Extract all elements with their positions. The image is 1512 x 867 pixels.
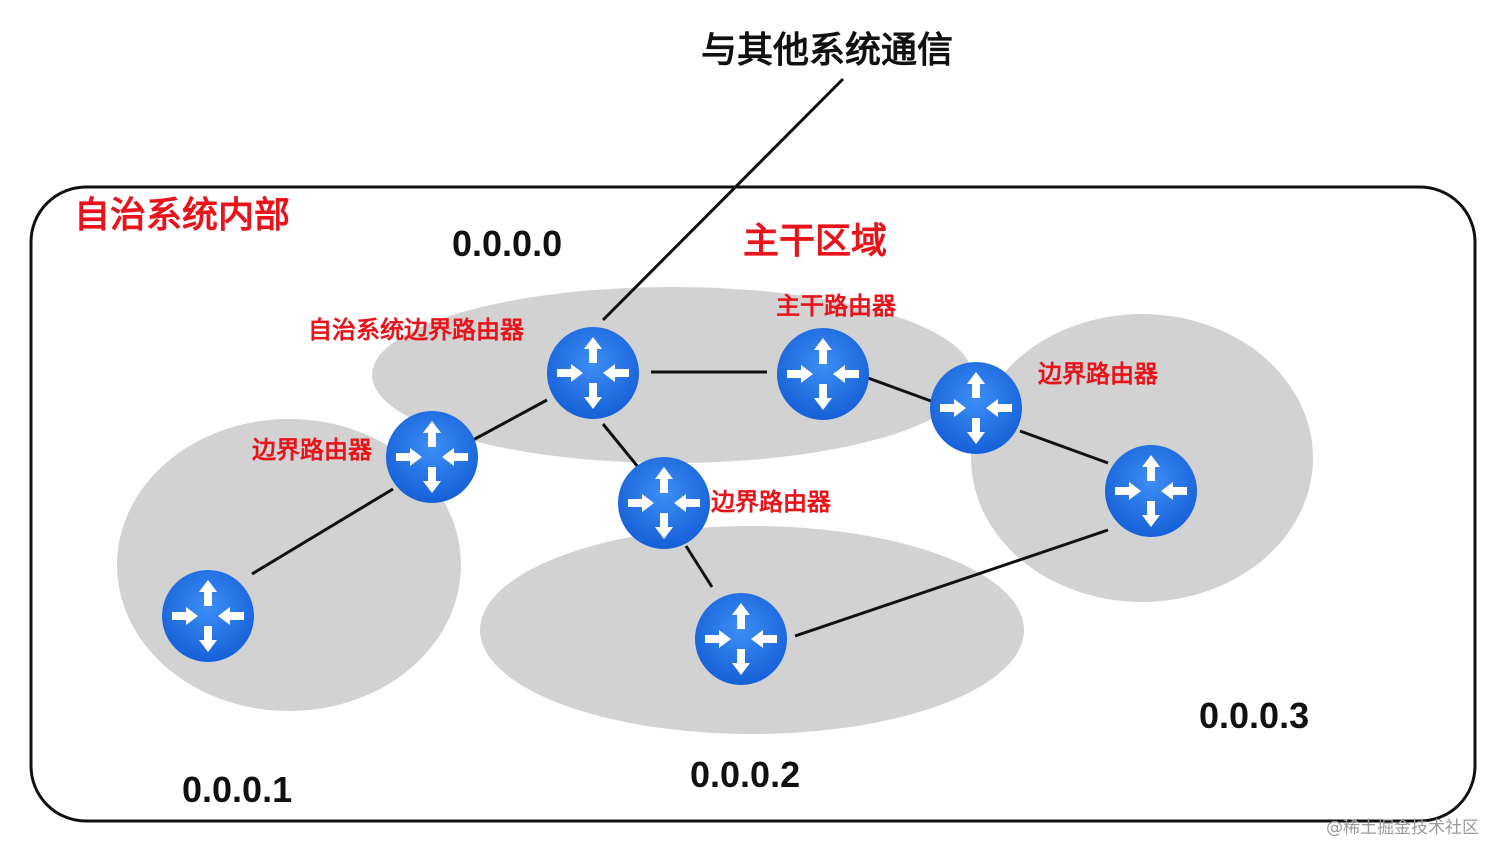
area-id-3: 0.0.0.3	[1199, 695, 1310, 736]
external-communication-title: 与其他系统通信	[701, 30, 954, 71]
router-icon-backbone	[777, 328, 869, 420]
area-id-2: 0.0.0.2	[690, 754, 801, 795]
autonomous-system-boundary	[29, 185, 1477, 823]
abr-left-label: 边界路由器	[252, 436, 372, 464]
link-abr-right-area3-router	[1019, 429, 1109, 465]
link-asbr-abr-left	[472, 398, 548, 442]
abr-right-label: 边界路由器	[1038, 360, 1158, 388]
router-icon-asbr	[547, 327, 639, 419]
backbone-area-label: 主干区域	[743, 221, 888, 262]
link-abr-mid-area2-router	[684, 545, 714, 588]
area-id-0: 0.0.0.0	[452, 223, 563, 264]
router-icon-abr-left	[386, 411, 478, 503]
router-icon-area2	[695, 593, 787, 685]
autonomous-system-label: 自治系统内部	[74, 195, 291, 236]
link-area2-area3-routers	[794, 528, 1109, 638]
router-icon-area1	[162, 570, 254, 662]
link-backbone-abr-right	[867, 376, 932, 403]
router-icon-area3	[1105, 445, 1197, 537]
abr-mid-label: 边界路由器	[711, 488, 831, 516]
asbr-label: 自治系统边界路由器	[308, 316, 524, 344]
link-asbr-abr-mid	[601, 423, 640, 468]
watermark: @稀土掘金技术社区	[1326, 818, 1479, 838]
router-icon-abr-right	[930, 362, 1022, 454]
link-external	[601, 77, 845, 322]
router-icon-abr-mid	[618, 457, 710, 549]
area-id-1: 0.0.0.1	[182, 769, 293, 810]
backbone-router-label: 主干路由器	[776, 292, 896, 320]
link-abr-left-area1-router	[251, 487, 394, 576]
